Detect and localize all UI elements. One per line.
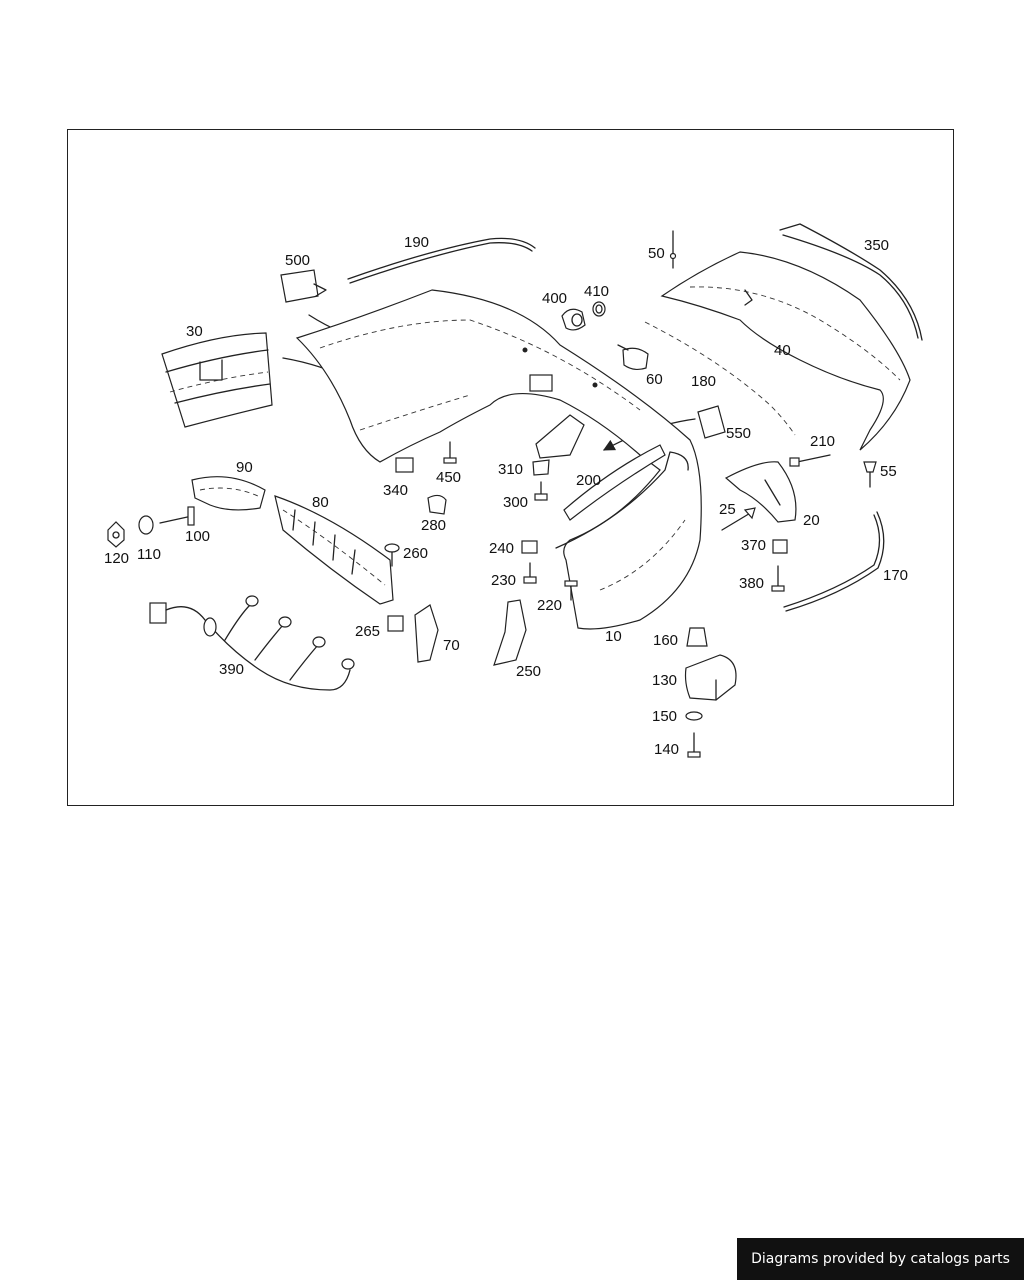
part-450-screw[interactable] (443, 441, 457, 464)
callout-340: 340 (383, 482, 408, 499)
callout-190: 190 (404, 234, 429, 251)
callout-370: 370 (741, 537, 766, 554)
callout-390: 390 (219, 661, 244, 678)
callout-265: 265 (355, 623, 380, 640)
callout-150: 150 (652, 708, 677, 725)
part-50-pin[interactable] (669, 230, 677, 269)
callout-90: 90 (236, 459, 253, 476)
callout-60: 60 (646, 371, 663, 388)
callout-550: 550 (726, 425, 751, 442)
callout-400: 400 (542, 290, 567, 307)
credit-banner: Diagrams provided by catalogs parts (737, 1238, 1024, 1280)
part-230-screw[interactable] (523, 562, 537, 584)
part-260-screw[interactable] (384, 543, 400, 567)
callout-300: 300 (503, 494, 528, 511)
part-80-absorber[interactable] (274, 495, 394, 605)
part-300-screw[interactable] (534, 481, 548, 501)
callout-450: 450 (436, 469, 461, 486)
part-380-screw[interactable] (771, 565, 785, 592)
part-130-cap[interactable] (684, 654, 737, 701)
part-110-washer[interactable] (138, 515, 154, 535)
part-40-diffuser[interactable] (660, 251, 911, 451)
part-140-screw[interactable] (687, 732, 701, 758)
part-170-seal[interactable] (783, 511, 885, 612)
callout-20: 20 (803, 512, 820, 529)
callout-250: 250 (516, 663, 541, 680)
part-410-ring[interactable] (592, 301, 606, 317)
part-60-sensor-holder[interactable] (617, 344, 649, 371)
part-310-clip[interactable] (532, 459, 550, 476)
callout-280: 280 (421, 517, 446, 534)
part-90-bracket[interactable] (191, 476, 266, 511)
part-370-clip[interactable] (772, 539, 788, 554)
part-240-clip[interactable] (521, 540, 538, 554)
part-mounting-bracket[interactable] (535, 414, 585, 459)
part-350-trim-strip[interactable] (779, 223, 923, 341)
part-550-module[interactable] (697, 405, 726, 439)
part-280-clip[interactable] (427, 494, 447, 515)
part-30-panel[interactable] (161, 332, 273, 428)
callout-100: 100 (185, 528, 210, 545)
part-400-sensor[interactable] (561, 308, 586, 331)
callout-310: 310 (498, 461, 523, 478)
callout-55: 55 (880, 463, 897, 480)
part-70-bracket[interactable] (414, 604, 439, 663)
callout-50: 50 (648, 245, 665, 262)
callout-10: 10 (605, 628, 622, 645)
part-500-cover-cap[interactable] (280, 269, 327, 303)
callout-500: 500 (285, 252, 310, 269)
part-55-clip[interactable] (863, 461, 877, 488)
part-340-clip[interactable] (395, 457, 414, 473)
part-390-wiring-harness[interactable] (149, 595, 355, 691)
callout-380: 380 (739, 575, 764, 592)
callout-240: 240 (489, 540, 514, 557)
part-160-clip[interactable] (686, 627, 708, 647)
callout-230: 230 (491, 572, 516, 589)
callout-25: 25 (719, 501, 736, 518)
callout-260: 260 (403, 545, 428, 562)
part-20-bracket[interactable] (724, 461, 797, 523)
callout-410: 410 (584, 283, 609, 300)
callout-130: 130 (652, 672, 677, 689)
callout-220: 220 (537, 597, 562, 614)
callout-110: 110 (137, 546, 161, 563)
callout-80: 80 (312, 494, 329, 511)
callout-40: 40 (774, 342, 791, 359)
part-210-bolt[interactable] (789, 454, 831, 467)
callout-30: 30 (186, 323, 203, 340)
callout-70: 70 (443, 637, 460, 654)
callout-160: 160 (653, 632, 678, 649)
callout-350: 350 (864, 237, 889, 254)
part-190-trim-strip[interactable] (347, 237, 536, 284)
part-150-washer[interactable] (685, 711, 703, 721)
callout-180: 180 (691, 373, 716, 390)
callout-120: 120 (104, 550, 129, 567)
part-10-bumper-cover[interactable] (295, 289, 702, 630)
part-265-clip[interactable] (387, 615, 404, 632)
callout-140: 140 (654, 741, 679, 758)
part-120-nut[interactable] (107, 521, 125, 548)
callout-200: 200 (576, 472, 601, 489)
callout-210: 210 (810, 433, 835, 450)
part-200-carrier[interactable] (563, 444, 666, 521)
callout-170: 170 (883, 567, 908, 584)
part-25-bolt[interactable] (721, 507, 756, 531)
part-180-edge-strip[interactable] (644, 321, 796, 436)
part-100-bolt[interactable] (159, 506, 195, 526)
part-250-bracket[interactable] (493, 599, 527, 666)
part-220-screw[interactable] (564, 580, 578, 601)
